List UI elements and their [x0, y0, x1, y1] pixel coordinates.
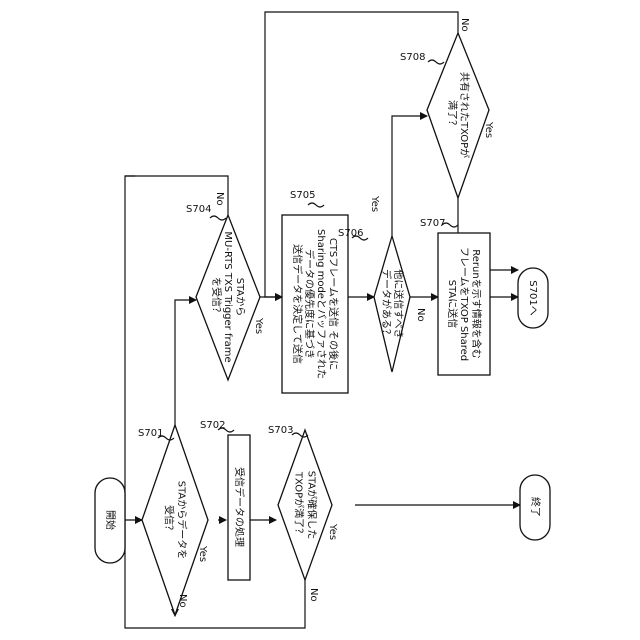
node-p707-line-1: Rerunを示す情報を含む [470, 249, 483, 358]
node-d703-line-2: TXOPが満了？ [293, 471, 306, 538]
edge-s704-no [125, 176, 228, 215]
node-s701-line-1: S701へ [527, 280, 538, 315]
node-p705-line-3: データの優先度に基づき [303, 249, 316, 359]
edge-s701-to-s704 [175, 300, 196, 452]
s701-tag: S701 [138, 428, 163, 439]
node-start-line-1: 開始 [104, 510, 117, 530]
node-p705-line-2: Sharing modeとバッファされた [315, 229, 327, 379]
edge-s703-no [125, 176, 305, 628]
node-d704-line-3: を受信？ [210, 277, 222, 317]
decision-s703 [278, 430, 332, 580]
node-d706-line-2: データがある？ [380, 269, 393, 339]
s706-yes-label: Yes [369, 195, 380, 212]
s701-yes-label: Yes [197, 545, 208, 562]
decision-s708 [427, 33, 489, 198]
s704-tag: S704 [186, 204, 211, 215]
node-p702-line-1: 受信データの処理 [233, 467, 246, 547]
s701-no-label: No [177, 594, 188, 608]
s708-tag: S708 [400, 52, 425, 63]
s708-no-label: No [459, 18, 470, 32]
node-p707-line-3: STAに送信 [446, 280, 459, 329]
node-d704-line-2: MU-RTS TXS Trigger frame [222, 231, 233, 362]
decision-s701 [142, 425, 208, 615]
node-d701-line-1: STAからデータを [176, 481, 189, 560]
node-p705-line-1: CTSフレームを送信 その後に [327, 238, 340, 370]
node-d708-line-2: 満了？ [446, 100, 458, 130]
s703-yes-label: Yes [327, 523, 338, 540]
s702-tag: S702 [200, 420, 225, 431]
node-p707-line-2: フレームをTXOP Shared [458, 247, 470, 361]
node-d703-line-1: STAが確保した [306, 471, 319, 540]
node-d708-line-1: 共有されたTXOPが [458, 72, 471, 158]
s706-no-label: No [415, 308, 426, 322]
s703-tag: S703 [268, 425, 293, 436]
s708-leader [428, 60, 444, 64]
s705-tag: S705 [290, 190, 315, 201]
s704-no-label: No [214, 192, 225, 206]
node-d704-line-1: STAから [234, 278, 246, 317]
s705-leader [308, 203, 324, 207]
s703-no-label: No [308, 588, 319, 602]
s706-tag: S706 [338, 228, 363, 239]
node-d706-line-1: 他に送信すべき [392, 269, 405, 338]
s708-yes-label: Yes [483, 121, 494, 138]
node-d701-line-2: 受信？ [163, 505, 175, 535]
node-p705-line-4: 送信データを決定して送信 [291, 244, 304, 364]
s707-tag: S707 [420, 218, 445, 229]
node-end-line-1: 終了 [529, 497, 542, 517]
s704-yes-label: Yes [253, 317, 264, 334]
decision-s706 [374, 236, 410, 372]
s704-leader [210, 216, 226, 220]
